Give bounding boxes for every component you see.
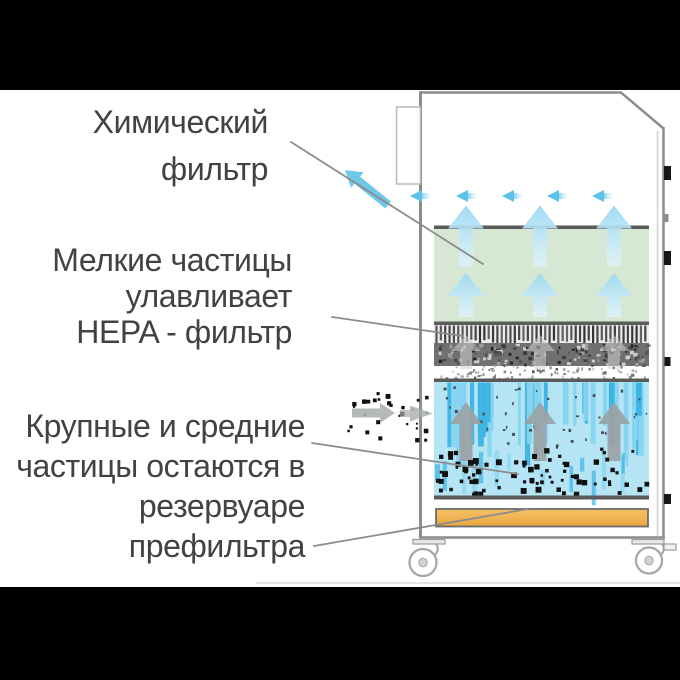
clean-air-up-arrows-icon — [448, 205, 632, 317]
label-chemical-filter: Химический фильтр — [92, 99, 269, 193]
label-prefilter-line3: резервуаре — [138, 488, 306, 524]
callout-leader-lines — [290, 141, 529, 547]
label-prefilter-line4: префильтра — [128, 528, 306, 564]
label-prefilter-line1: Крупные и средние — [25, 408, 305, 444]
label-hepa-line3: HEPA - фильтр — [76, 314, 292, 350]
label-hepa-filter: Мелкие частицы улавливает HEPA - фильтр — [52, 242, 292, 350]
letterbox-bottom — [0, 587, 680, 680]
hepa-filter-layer — [434, 325, 651, 384]
label-chemical-line2: фильтр — [160, 151, 269, 187]
casters — [256, 538, 680, 584]
label-hepa-line2: улавливает — [125, 278, 293, 314]
prefilter-water-layer — [434, 378, 650, 506]
label-prefilter-line2: частицы остаются в — [16, 448, 305, 484]
cabinet-outline — [395, 91, 671, 539]
label-chemical-line1: Химический — [92, 104, 269, 140]
letterbox-top — [0, 0, 680, 90]
prefilter-tray — [435, 508, 649, 528]
label-hepa-line1: Мелкие частицы — [52, 242, 292, 278]
label-prefilter-reservoir: Крупные и средние частицы остаются в рез… — [16, 406, 305, 566]
dirty-air-particles — [347, 392, 433, 443]
